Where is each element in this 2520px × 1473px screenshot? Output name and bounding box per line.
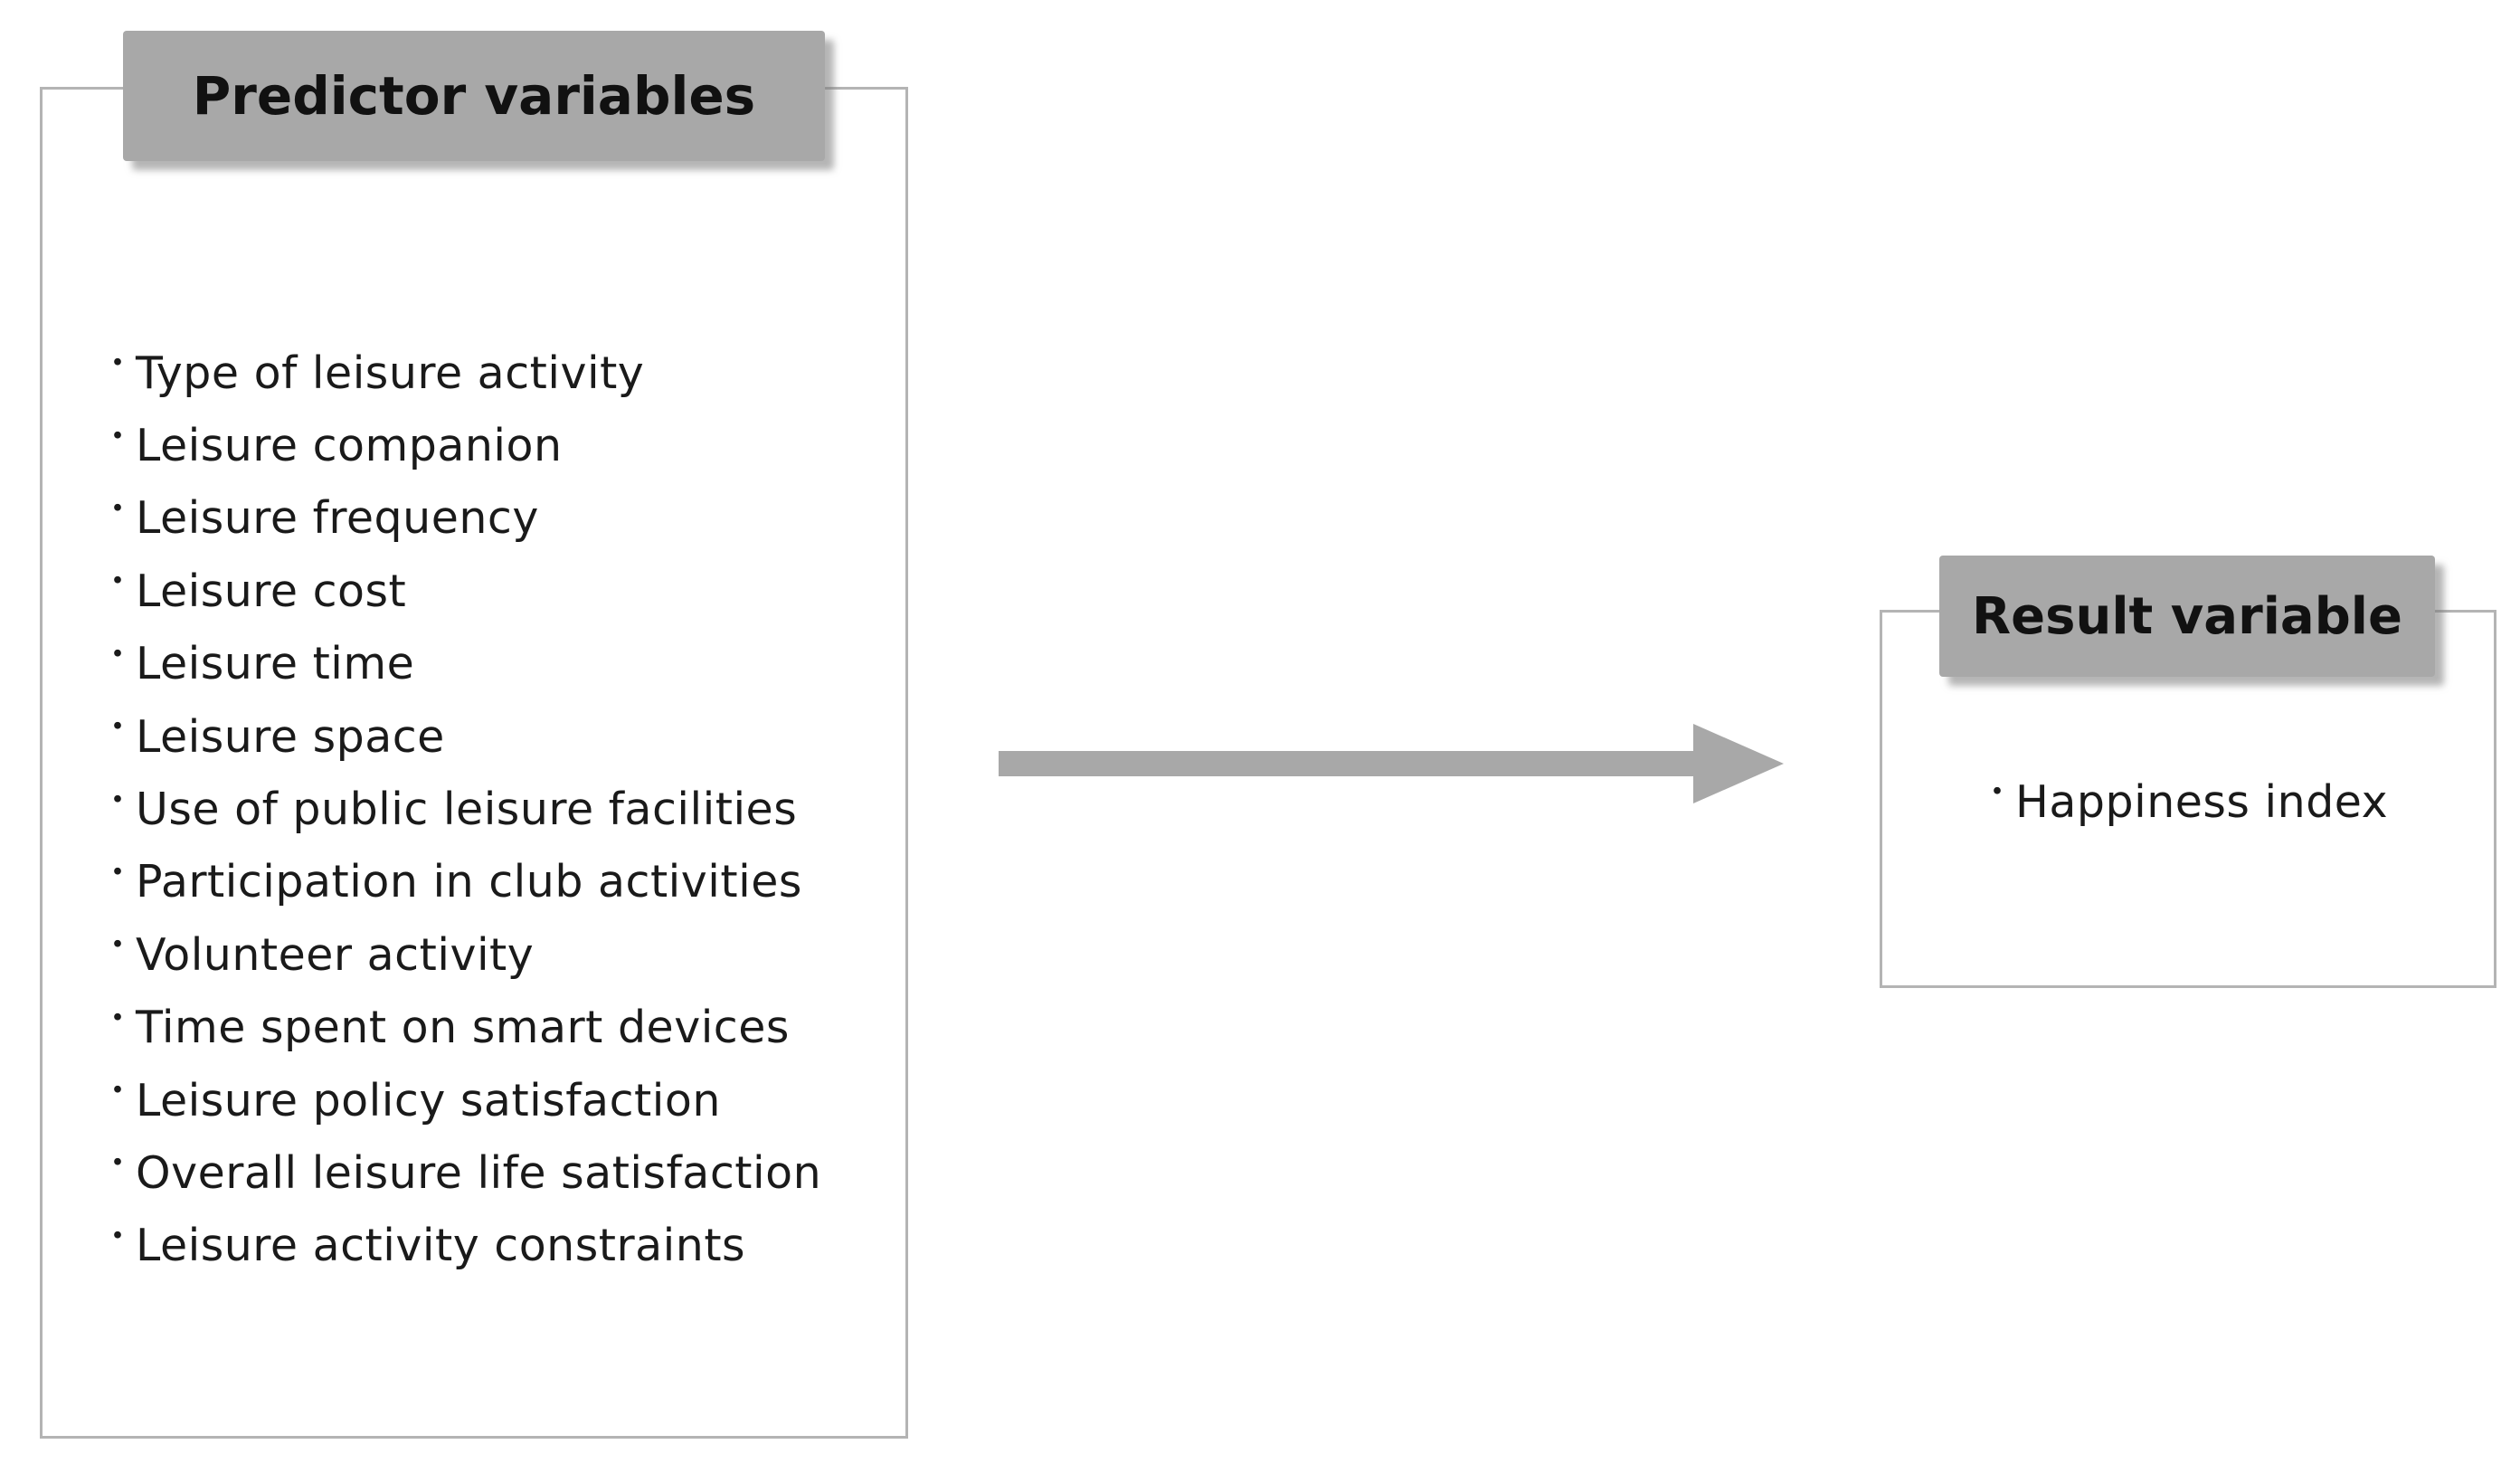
bullet-icon: ・ [101,489,135,527]
list-item: ・Overall leisure life satisfaction [101,1136,821,1209]
right-arrow-icon [999,724,1784,803]
list-item: ・Use of public leisure facilities [101,773,821,845]
bullet-icon: ・ [101,927,135,965]
bullet-icon: ・ [101,635,135,673]
bullet-icon: ・ [101,708,135,746]
predictor-item-label: Time spent on smart devices [136,1002,790,1054]
bullet-icon: ・ [101,417,135,455]
bullet-icon: ・ [101,1217,135,1255]
predictor-item-label: Type of leisure activity [136,347,645,399]
arrow-shaft [999,751,1699,776]
predictor-item-label: Participation in club activities [136,856,802,908]
predictor-item-label: Leisure time [136,638,415,690]
predictor-item-label: Leisure frequency [136,492,539,545]
list-item: ・Leisure cost [101,555,821,627]
predictor-item-label: Leisure companion [136,420,563,472]
result-variable-list: ・Happiness index [1981,765,2388,838]
bullet-icon: ・ [101,853,135,891]
bullet-icon: ・ [101,1072,135,1110]
list-item: ・Participation in club activities [101,846,821,918]
bullet-icon: ・ [101,781,135,819]
list-item: ・Time spent on smart devices [101,992,821,1064]
predictor-variables-list: ・Type of leisure activity ・Leisure compa… [101,337,821,1282]
predictor-item-label: Overall leisure life satisfaction [136,1146,822,1199]
list-item: ・Leisure companion [101,409,821,481]
predictor-item-label: Leisure space [136,710,445,763]
predictor-variables-header: Predictor variables [123,31,825,161]
list-item: ・Happiness index [1981,765,2388,838]
predictor-item-label: Leisure cost [136,565,407,617]
predictor-variables-title: Predictor variables [192,65,756,127]
predictor-variables-panel [40,87,908,1439]
bullet-icon: ・ [101,563,135,601]
arrow-head [1693,724,1784,803]
result-variable-title: Result variable [1972,586,2402,646]
list-item: ・Leisure time [101,628,821,700]
predictor-item-label: Volunteer activity [136,928,535,981]
predictor-item-label: Leisure policy satisfaction [136,1074,721,1126]
predictor-item-label: Leisure activity constraints [136,1220,746,1272]
bullet-icon: ・ [101,1145,135,1183]
result-variable-header: Result variable [1939,556,2435,677]
list-item: ・Leisure frequency [101,482,821,555]
list-item: ・Leisure activity constraints [101,1210,821,1282]
result-item-label: Happiness index [2015,775,2389,828]
predictor-item-label: Use of public leisure facilities [136,784,798,836]
list-item: ・Volunteer activity [101,918,821,991]
bullet-icon: ・ [101,999,135,1037]
bullet-icon: ・ [101,345,135,383]
list-item: ・Type of leisure activity [101,337,821,409]
bullet-icon: ・ [1981,774,2014,811]
list-item: ・Leisure space [101,700,821,773]
list-item: ・Leisure policy satisfaction [101,1064,821,1136]
